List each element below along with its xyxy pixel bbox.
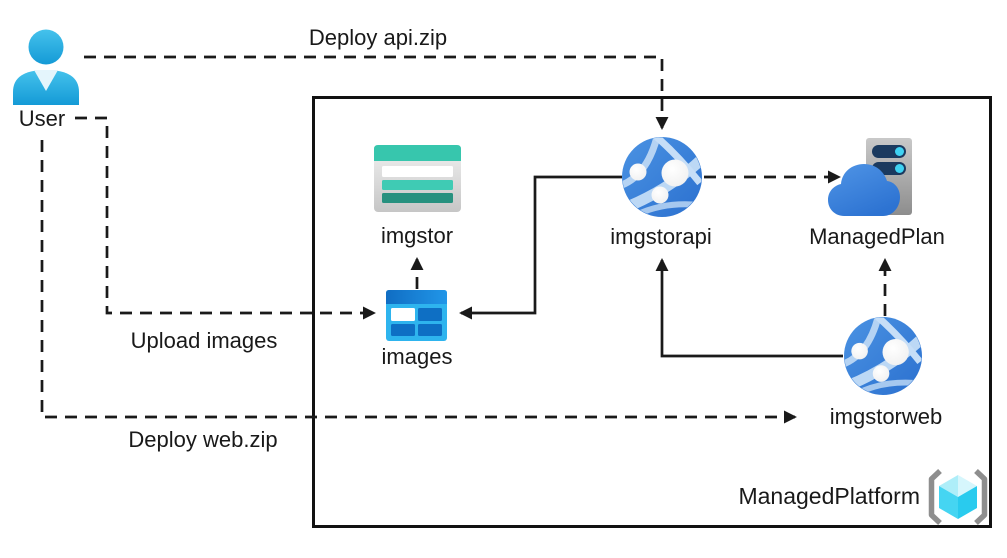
edge-api-to-images	[459, 175, 622, 320]
imgstorweb-label: imgstorweb	[829, 404, 943, 429]
edge-deploy-api	[84, 55, 669, 130]
edge-upload-images	[75, 116, 376, 320]
managedplan-label: ManagedPlan	[809, 224, 945, 249]
app-service-web-icon	[844, 317, 922, 395]
upload-images-label: Upload images	[130, 328, 278, 353]
images-label: images	[381, 344, 453, 369]
user-icon	[13, 29, 79, 105]
managed-platform-label: ManagedPlatform	[738, 483, 920, 509]
app-service-plan-icon	[828, 138, 912, 216]
blob-container-icon	[386, 290, 447, 341]
container-environment-icon	[928, 468, 988, 526]
deploy-api-label: Deploy api.zip	[308, 25, 448, 50]
edge-web-to-api	[655, 258, 843, 358]
storage-account-icon	[374, 145, 461, 212]
app-service-api-icon	[622, 137, 702, 217]
user-label: User	[18, 106, 66, 131]
deploy-web-label: Deploy web.zip	[128, 427, 278, 452]
imgstor-label: imgstor	[380, 223, 454, 248]
imgstorapi-label: imgstorapi	[610, 224, 712, 249]
managed-platform-boundary	[312, 96, 992, 528]
